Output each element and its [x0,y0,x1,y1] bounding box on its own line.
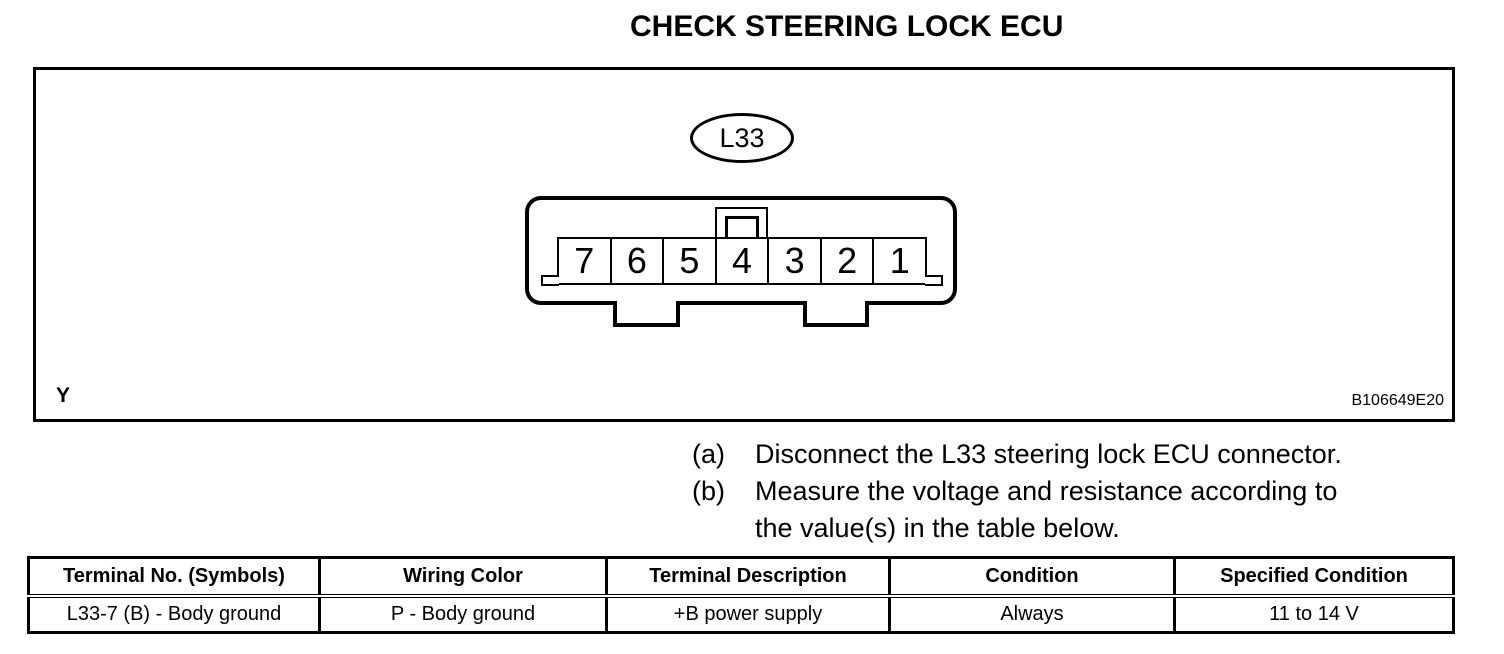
instruction-list: (a) Disconnect the L33 steering lock ECU… [692,436,1342,547]
pin-cell-4: 4 [714,237,770,285]
connector-pin-row: 7 6 5 4 3 2 1 [557,237,928,285]
cell-terminal-description: +B power supply [605,594,891,634]
connector-bottom-tab-left [613,301,680,327]
instruction-item-a: (a) Disconnect the L33 steering lock ECU… [692,436,1342,473]
cell-wiring-color: P - Body ground [318,594,608,634]
cell-specified-condition: 11 to 14 V [1173,594,1455,634]
instruction-marker: (a) [692,439,725,469]
instruction-item-b: (b) Measure the voltage and resistance a… [692,473,1342,547]
cell-condition: Always [888,594,1176,634]
spec-table-row: L33-7 (B) - Body ground P - Body ground … [27,594,1455,634]
instruction-line: Measure the voltage and resistance accor… [755,476,1338,506]
spec-table: Terminal No. (Symbols) Wiring Color Term… [27,556,1455,634]
connector-bottom-tab-right [803,301,869,327]
spec-table-header-row: Terminal No. (Symbols) Wiring Color Term… [27,556,1455,598]
connector-latch-outer [715,207,768,239]
instruction-line: the value(s) in the table below. [755,513,1120,543]
pin-cell-2: 2 [819,237,875,285]
pin-cell-1: 1 [872,237,928,285]
connector-side-notch-right [925,275,943,286]
pin-cell-7: 7 [557,237,612,285]
col-header-wiring-color: Wiring Color [318,556,608,598]
connector-id-ellipse: L33 [690,113,794,163]
connector-side-notch-left [541,275,559,286]
pin-cell-5: 5 [662,237,717,285]
connector-id-label: L33 [719,122,765,153]
pin-cell-6: 6 [609,237,665,285]
pin-cell-3: 3 [767,237,822,285]
figure-code: B106649E20 [1351,392,1444,409]
connector-latch-inner [725,216,759,239]
connector-figure-frame: L33 7 6 5 4 3 2 1 Y B106649E20 [33,67,1455,422]
col-header-terminal-no: Terminal No. (Symbols) [27,556,321,598]
col-header-specified-condition: Specified Condition [1173,556,1455,598]
instruction-text: Measure the voltage and resistance accor… [755,473,1337,547]
instruction-line: Disconnect the L33 steering lock ECU con… [755,439,1342,469]
connector-diagram: L33 7 6 5 4 3 2 1 Y B106649E20 [36,70,1452,419]
col-header-terminal-description: Terminal Description [605,556,891,598]
col-header-condition: Condition [888,556,1176,598]
page-title: CHECK STEERING LOCK ECU [630,10,1064,43]
instruction-text: Disconnect the L33 steering lock ECU con… [755,436,1342,473]
instruction-marker: (b) [692,476,725,506]
figure-corner-label: Y [56,384,71,407]
cell-terminal-no: L33-7 (B) - Body ground [27,594,321,634]
